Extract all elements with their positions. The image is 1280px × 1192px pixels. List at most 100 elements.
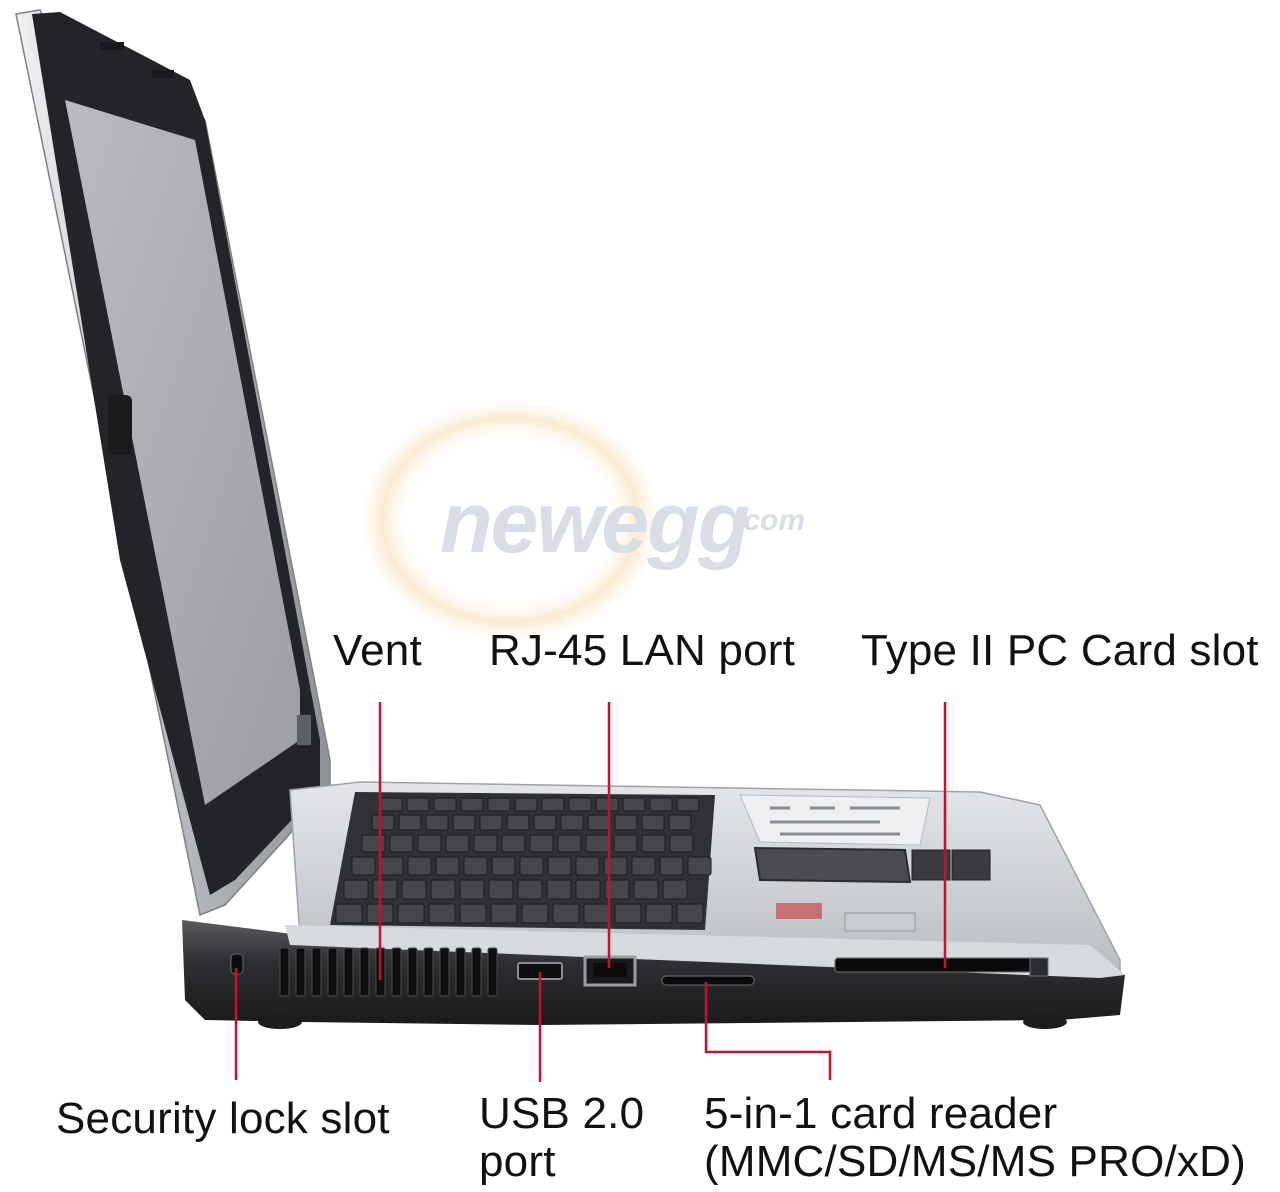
key [397,903,425,924]
key [575,856,600,876]
key [614,814,638,831]
leader-lines [234,702,947,1082]
key [407,856,432,876]
touchpad [753,846,912,884]
key [649,797,673,812]
key [488,879,514,900]
key [541,797,565,812]
lid-screen [65,100,300,805]
key [519,856,544,876]
vent-slat [295,947,306,997]
key [371,814,395,831]
key [668,814,692,831]
watermark-egg-icon [360,400,660,640]
key [585,834,610,853]
key [343,879,369,900]
key [614,903,642,924]
sticker-panel [739,794,931,846]
key [372,879,398,900]
key [583,903,611,924]
hinge-tab-1 [100,42,124,50]
key [676,797,700,812]
key [417,834,442,853]
key [389,834,414,853]
hinge-tab-2 [152,70,174,78]
logo-sticker-red [776,903,822,919]
vent-slat [423,947,434,997]
key [557,834,582,853]
palm-rest [739,794,991,932]
touchpad-button-right [951,849,991,881]
vent-slat [327,947,338,997]
key [463,856,488,876]
vent-slat [439,947,450,997]
key [398,814,422,831]
key [514,797,538,812]
callout-card-reader: 5-in-1 card reader (MMC/SD/MS/MS PRO/xD) [704,1089,1246,1186]
key [595,797,619,812]
key [506,814,530,831]
key [433,797,457,812]
key [445,834,470,853]
sticker-lines [770,806,900,836]
keyboard [330,792,715,930]
key [517,879,543,900]
vent-slat [391,947,402,997]
key [490,903,518,924]
touchpad-button-left [911,849,951,881]
laptop-lid [15,9,331,917]
rj45-port-inner [593,963,627,977]
key [533,814,557,831]
newegg-watermark: newegg .com [360,400,805,640]
key [529,834,554,853]
key [669,834,694,853]
key [575,879,601,900]
key [587,814,611,831]
key [645,903,673,924]
key [361,834,386,853]
vent-slat [311,947,322,997]
key [430,879,456,900]
key [501,834,526,853]
key [452,814,476,831]
key [406,797,430,812]
key [547,856,572,876]
vent-slat [359,947,370,997]
foot-left [258,1015,302,1029]
key [491,856,516,876]
key [633,879,659,900]
vent-slat [487,947,498,997]
key [631,856,656,876]
vent-slat [279,947,290,997]
key [622,797,646,812]
key [401,879,427,900]
key [641,814,665,831]
pc-card-slot [834,957,1046,973]
vent-slat [407,947,418,997]
key [687,856,712,876]
key [435,856,460,876]
key [428,903,456,924]
key [479,814,503,831]
logo-sticker-grey [844,912,916,932]
key [460,797,484,812]
key [662,879,688,900]
pc-card-eject-button [1029,957,1049,977]
callout-vent: Vent [333,626,422,675]
key [351,856,376,876]
key [552,903,580,924]
vent-grille [279,947,498,997]
lid-button [297,715,311,745]
key [604,879,630,900]
key [560,814,584,831]
key [487,797,511,812]
key [613,834,638,853]
leader-line-card-reader [704,982,832,1080]
callout-usb-port: USB 2.0 port [479,1089,645,1186]
vent-slat [343,947,354,997]
watermark-suffix: .com [735,504,805,537]
card-reader-slot [661,975,755,986]
key [379,856,404,876]
